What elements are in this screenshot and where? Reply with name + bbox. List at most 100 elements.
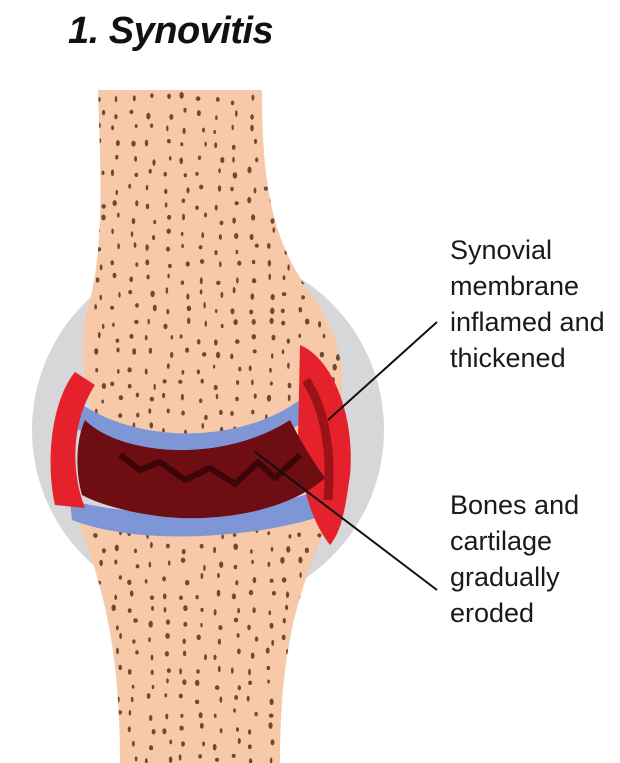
bone-speckle xyxy=(110,260,114,265)
bone-speckle xyxy=(150,595,154,600)
bone-speckle xyxy=(167,215,171,220)
bone-speckle xyxy=(283,756,287,762)
bone-speckle xyxy=(150,542,153,548)
bone-speckle xyxy=(170,352,173,358)
bone-speckle xyxy=(167,409,170,414)
bone-speckle xyxy=(164,693,167,697)
bone-speckle xyxy=(117,369,120,374)
bone-speckle xyxy=(148,408,151,413)
bone-speckle xyxy=(234,233,238,239)
bone-speckle xyxy=(236,380,239,385)
bone-speckle xyxy=(302,95,306,101)
bone-speckle xyxy=(238,738,241,744)
bone-speckle xyxy=(284,185,286,190)
bone-speckle xyxy=(298,334,301,338)
bone-speckle xyxy=(147,693,151,699)
bone-speckle xyxy=(235,580,238,585)
bone-speckle xyxy=(148,319,150,325)
bone-speckle xyxy=(169,156,172,161)
bone-speckle xyxy=(195,206,199,211)
bone-speckle xyxy=(162,393,165,398)
bone-speckle xyxy=(96,229,100,233)
bone-speckle xyxy=(180,142,183,146)
bone-speckle xyxy=(282,577,287,582)
bone-speckle xyxy=(186,187,189,193)
bone-speckle xyxy=(145,259,149,265)
bone-speckle xyxy=(100,295,103,301)
bone-speckle xyxy=(316,606,319,612)
bone-speckle xyxy=(181,232,184,236)
bone-speckle xyxy=(216,352,220,359)
bone-speckle xyxy=(235,397,239,402)
bone-speckle xyxy=(102,324,105,329)
bone-speckle xyxy=(116,190,119,195)
bone-speckle xyxy=(199,399,202,404)
bone-speckle xyxy=(133,95,136,101)
bone-speckle xyxy=(136,564,140,568)
bone-speckle xyxy=(201,232,204,238)
bone-speckle xyxy=(145,335,148,340)
bone-speckle xyxy=(132,639,135,643)
bone-speckle xyxy=(213,130,216,134)
bone-speckle xyxy=(280,219,285,223)
bone-speckle xyxy=(93,533,98,538)
bone-speckle xyxy=(150,422,154,428)
bone-speckle xyxy=(266,648,270,654)
bone-speckle xyxy=(98,332,101,338)
bone-speckle xyxy=(215,115,217,120)
bone-speckle xyxy=(113,200,117,206)
bone-speckle xyxy=(254,139,257,144)
bone-speckle xyxy=(110,382,114,387)
bone-speckle xyxy=(271,173,275,180)
bone-speckle xyxy=(317,201,320,206)
bone-speckle xyxy=(269,125,272,132)
bone-speckle xyxy=(128,726,131,732)
bone-speckle xyxy=(303,114,306,120)
bone-speckle xyxy=(286,649,290,655)
bone-speckle xyxy=(128,608,132,613)
bone-speckle xyxy=(298,696,301,702)
bone-speckle xyxy=(264,187,268,191)
bone-speckle xyxy=(181,741,185,746)
bone-speckle xyxy=(317,159,321,166)
bone-speckle xyxy=(251,410,254,415)
bone-speckle xyxy=(166,287,169,294)
bone-speckle xyxy=(146,113,150,120)
bone-speckle xyxy=(320,670,324,675)
bone-speckle xyxy=(116,348,119,353)
bone-speckle xyxy=(248,681,252,685)
bone-speckle xyxy=(136,393,139,398)
bone-speckle xyxy=(273,227,276,233)
bone-speckle xyxy=(287,264,289,270)
bone-speckle xyxy=(267,243,271,249)
bone-speckle xyxy=(317,726,320,733)
bone-speckle xyxy=(186,294,189,300)
bone-speckle xyxy=(154,384,156,390)
bone-speckle xyxy=(135,200,138,206)
bone-speckle xyxy=(304,709,307,714)
bone-speckle xyxy=(234,695,238,700)
bone-speckle xyxy=(213,655,216,660)
bone-speckle xyxy=(199,712,203,718)
bone-speckle xyxy=(322,738,325,743)
bone-speckle xyxy=(213,744,217,751)
bone-speckle xyxy=(267,680,270,684)
bone-speckle xyxy=(182,370,185,375)
bone-speckle xyxy=(117,697,120,703)
bone-speckle xyxy=(202,423,205,429)
bone-speckle xyxy=(116,625,119,630)
bone-speckle xyxy=(268,260,271,267)
bone-speckle xyxy=(145,579,148,583)
bone-speckle xyxy=(237,608,240,614)
bone-speckle xyxy=(151,655,154,661)
bone-speckle xyxy=(251,560,254,564)
bone-speckle xyxy=(179,754,182,760)
bone-speckle xyxy=(179,596,183,601)
bone-speckle xyxy=(252,607,255,613)
bone-speckle xyxy=(101,400,104,404)
bone-speckle xyxy=(204,213,207,218)
bone-speckle xyxy=(129,277,133,283)
bone-speckle xyxy=(163,324,167,330)
bone-speckle xyxy=(253,577,257,583)
